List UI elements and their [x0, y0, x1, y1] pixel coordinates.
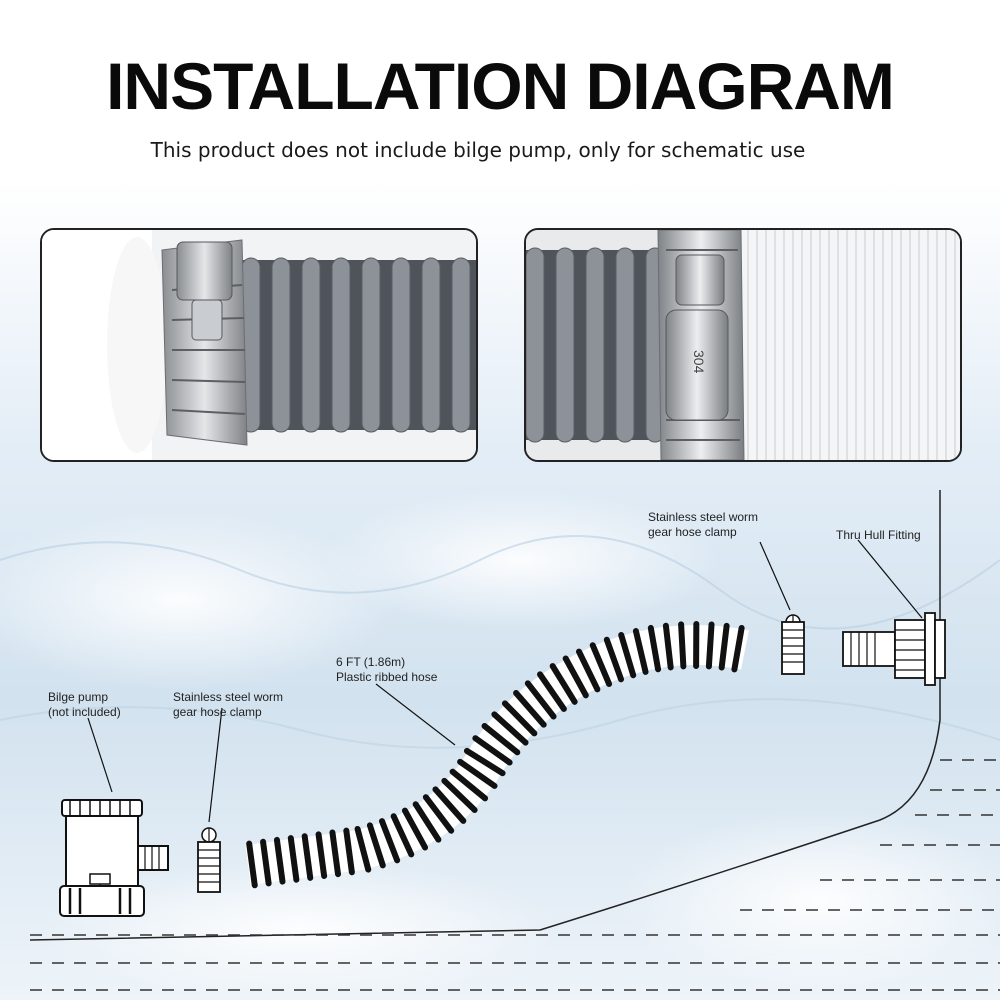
hose-rib [273, 836, 286, 885]
bilge-pump [59, 799, 169, 917]
boat-hull [29, 490, 941, 941]
hose-rib [354, 825, 372, 873]
hose-rib [287, 835, 300, 883]
page-subtitle: This product does not include bilge pump… [150, 138, 806, 162]
hose-rib [562, 655, 589, 699]
photo-hose-clamp-on-pump [40, 228, 478, 462]
hose-rib [481, 723, 521, 756]
page-title: INSTALLATION DIAGRAM [106, 49, 895, 123]
label-clamp-left: Stainless steel worm gear hose clamp [173, 690, 284, 719]
hose-clamp-left [197, 827, 221, 893]
hose-rib [718, 622, 730, 671]
hose-rib [378, 818, 401, 864]
hose-clamp-right [781, 614, 805, 675]
hose-rib [705, 621, 715, 670]
waterline-dashes [30, 759, 1000, 991]
hose-rib [575, 648, 601, 693]
hose-rib [472, 735, 513, 766]
hose-rib [678, 621, 687, 670]
clamp-stamp-304: 304 [691, 350, 707, 374]
hose-rib [549, 663, 578, 705]
photo-hose-clamp-on-fitting: 304 [524, 228, 962, 462]
installation-schematic [29, 490, 1000, 991]
ribbed-hose [245, 621, 749, 889]
hose-rib [246, 840, 258, 889]
label-thru-hull: Thru Hull Fitting [836, 528, 921, 542]
hose-rib [315, 831, 328, 879]
hose-rib [422, 794, 455, 834]
hose-rib [457, 758, 498, 789]
hose-rib [329, 829, 342, 878]
label-hose: 6 FT (1.86m) Plastic ribbed hose [336, 655, 438, 684]
hose-rib [513, 690, 547, 728]
hose-rib [301, 833, 314, 881]
hose-rib [390, 813, 415, 858]
hose-rib [501, 700, 538, 737]
hose-rib [731, 625, 745, 673]
hose-rib [537, 671, 567, 712]
hose-rib [463, 747, 506, 777]
hose-rib [366, 822, 386, 869]
hose-rib [589, 642, 613, 687]
hose-rib [524, 680, 557, 720]
hose-rib [662, 622, 674, 671]
label-clamp-right: Stainless steel worm gear hose clamp [648, 510, 759, 539]
hose-rib [432, 786, 467, 824]
leader-lines [87, 539, 923, 823]
label-bilge-pump: Bilge pump (not included) [48, 690, 121, 719]
hose-rib [618, 631, 637, 679]
hose-rib [401, 807, 429, 851]
hose-rib [412, 801, 442, 843]
hose-rib [449, 768, 489, 802]
hose-rib [491, 711, 529, 746]
hose-rib [260, 838, 272, 887]
hose-rib [441, 777, 478, 814]
hose-rib [647, 624, 662, 673]
hose-rib [343, 827, 355, 876]
hose-rib [632, 628, 649, 675]
thru-hull-fitting [842, 612, 946, 686]
hose-rib [603, 636, 625, 683]
